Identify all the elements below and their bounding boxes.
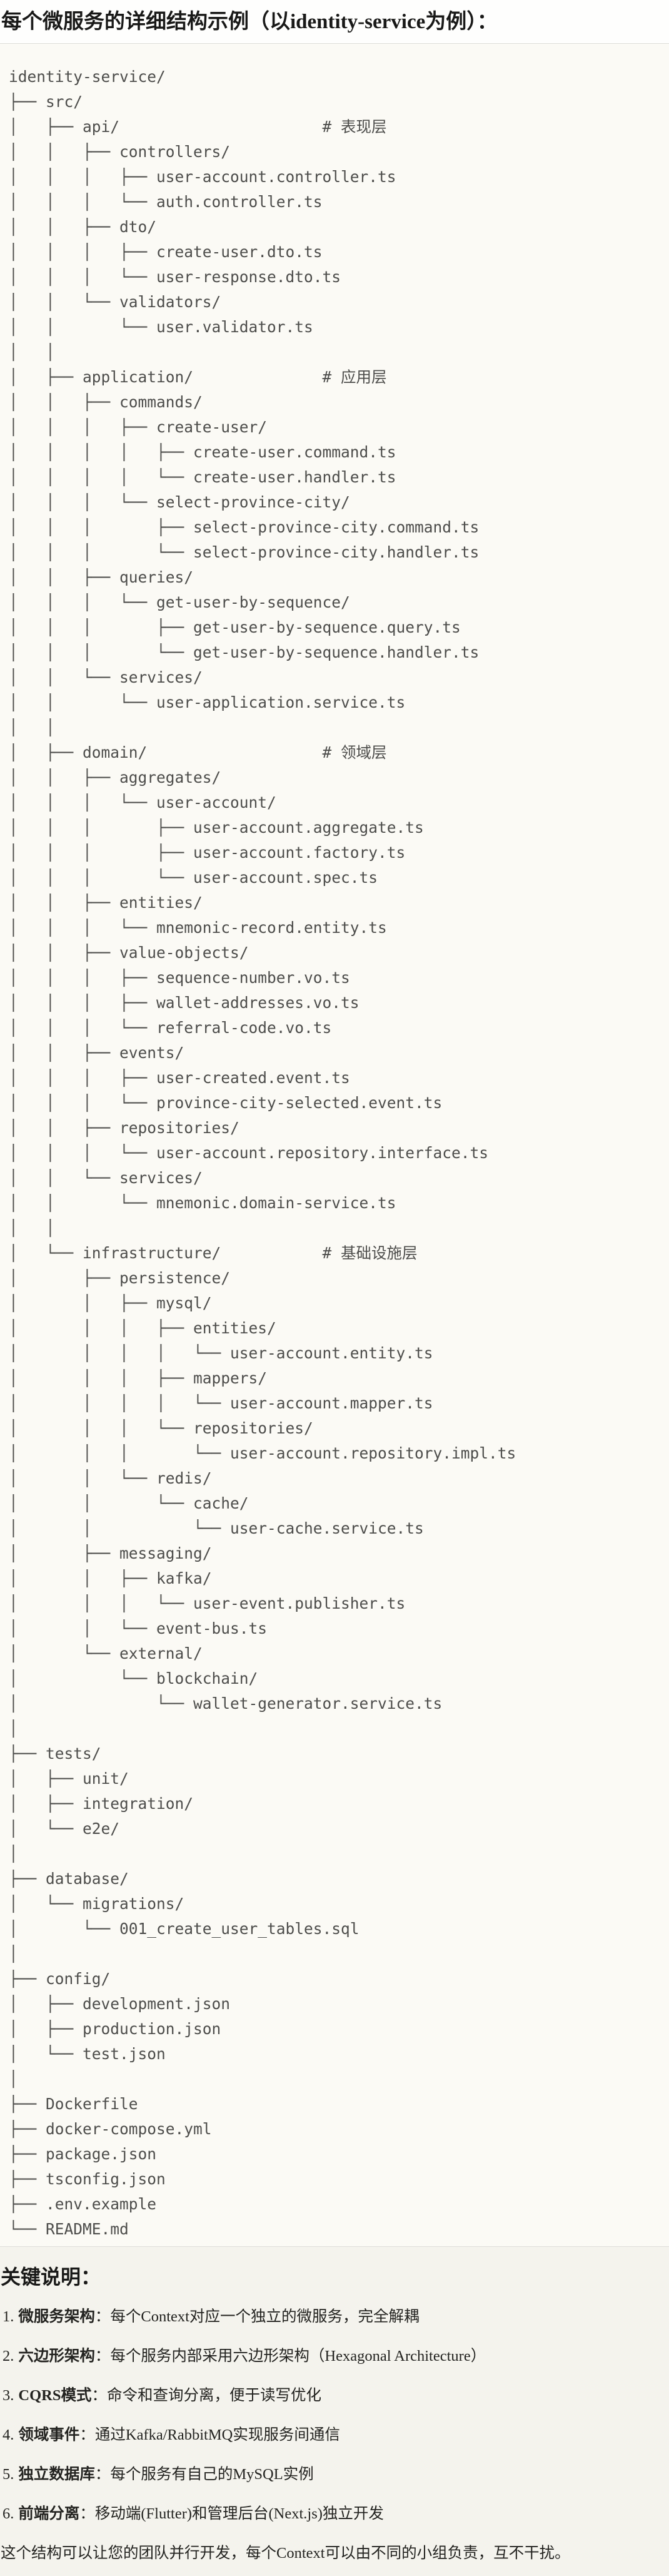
- note-number: 6.: [3, 2505, 14, 2522]
- note-label: 微服务架构: [18, 2308, 95, 2325]
- note-text: ：移动端(Flutter)和管理后台(Next.js)独立开发: [79, 2505, 384, 2522]
- note-item: 3.CQRS模式：命令和查询分离，便于读写优化: [1, 2385, 659, 2407]
- note-label: 独立数据库: [18, 2466, 95, 2483]
- directory-tree: identity-service/ ├── src/ │ ├── api/ # …: [9, 68, 516, 2238]
- note-number: 4.: [3, 2426, 14, 2443]
- note-item: 4.领域事件：通过Kafka/RabbitMQ实现服务间通信: [1, 2424, 659, 2446]
- note-number: 2.: [3, 2348, 14, 2365]
- note-label: 六边形架构: [18, 2348, 95, 2365]
- note-number: 3.: [3, 2387, 14, 2404]
- note-number: 1.: [3, 2308, 14, 2325]
- note-text: ：命令和查询分离，便于读写优化: [91, 2387, 321, 2404]
- note-text: ：每个Context对应一个独立的微服务，完全解耦: [94, 2308, 420, 2325]
- note-item: 1.微服务架构：每个Context对应一个独立的微服务，完全解耦: [1, 2306, 659, 2328]
- directory-tree-code-block: identity-service/ ├── src/ │ ├── api/ # …: [0, 44, 669, 2247]
- notes-heading: 关键说明：: [1, 2266, 101, 2288]
- note-text: ：通过Kafka/RabbitMQ实现服务间通信: [79, 2426, 340, 2443]
- note-number: 5.: [3, 2466, 14, 2483]
- note-item: 6.前端分离：移动端(Flutter)和管理后台(Next.js)独立开发: [1, 2503, 659, 2525]
- note-text: ：每个服务有自己的MySQL实例: [94, 2466, 314, 2483]
- note-item: 5.独立数据库：每个服务有自己的MySQL实例: [1, 2463, 659, 2486]
- note-label: CQRS模式: [18, 2387, 92, 2404]
- page-header: 每个微服务的详细结构示例（以identity-service为例）：: [0, 0, 669, 44]
- note-label: 领域事件: [18, 2426, 80, 2443]
- closing-paragraph: 这个结构可以让您的团队并行开发，每个Context可以由不同的小组负责，互不干扰…: [1, 2545, 570, 2562]
- note-text: ：每个服务内部采用六边形架构（Hexagonal Architecture）: [94, 2348, 486, 2365]
- notes-list: 1.微服务架构：每个Context对应一个独立的微服务，完全解耦 2.六边形架构…: [1, 2306, 659, 2525]
- note-label: 前端分离: [18, 2505, 80, 2522]
- page-title: 每个微服务的详细结构示例（以identity-service为例）：: [1, 11, 498, 33]
- notes-section: 关键说明： 1.微服务架构：每个Context对应一个独立的微服务，完全解耦 2…: [0, 2247, 669, 2565]
- note-item: 2.六边形架构：每个服务内部采用六边形架构（Hexagonal Architec…: [1, 2345, 659, 2368]
